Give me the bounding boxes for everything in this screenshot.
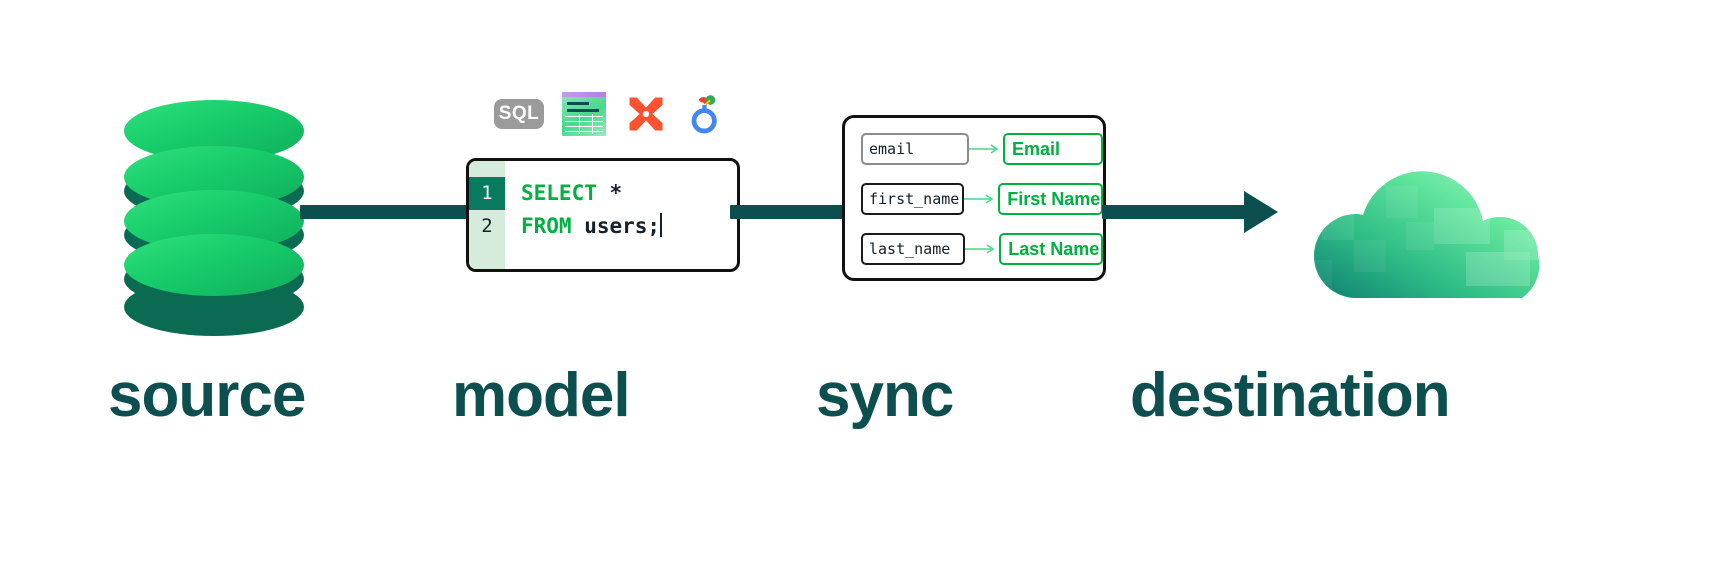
- spreadsheet-icon: [562, 92, 606, 136]
- stage-label-destination: destination: [1130, 361, 1451, 430]
- mapping-arrow-icon: [964, 193, 998, 205]
- connector-sync-to-destination: [1102, 205, 1252, 219]
- sql-text-1: *: [596, 181, 623, 205]
- stage-label-source: source: [108, 361, 306, 430]
- bigquery-logo-icon: [691, 95, 717, 134]
- code-line-2: FROM users;: [521, 210, 737, 243]
- stage-label-model: model: [452, 361, 631, 430]
- arrowhead-icon: [1244, 191, 1278, 233]
- model-icon-row: SQL: [494, 92, 726, 136]
- destination-field-first-name[interactable]: First Name: [998, 183, 1103, 215]
- field-mapping-row: email Email: [845, 132, 1103, 166]
- destination-field-email[interactable]: Email: [1003, 133, 1103, 165]
- source-field-email[interactable]: email: [861, 133, 969, 165]
- text-caret: [660, 213, 663, 237]
- destination-field-last-name[interactable]: Last Name: [999, 233, 1103, 265]
- mapping-arrow-icon: [965, 243, 999, 255]
- editor-code-area[interactable]: SELECT * FROM users;: [505, 161, 737, 269]
- gutter-line-number-2: 2: [481, 215, 493, 237]
- code-line-1: SELECT *: [521, 177, 737, 210]
- sync-field-mapping-panel: email Email first_name First Name last_n…: [842, 115, 1106, 281]
- connector-model-to-sync: [730, 205, 848, 219]
- sql-keyword-from: FROM: [521, 214, 572, 238]
- editor-gutter: 1 2: [469, 161, 505, 269]
- x-logo-icon: [629, 97, 663, 131]
- sql-text-2: users;: [571, 214, 661, 238]
- sql-code-editor[interactable]: 1 2 SELECT * FROM users;: [466, 158, 740, 272]
- sql-keyword-select: SELECT: [521, 181, 597, 205]
- source-field-first-name[interactable]: first_name: [861, 183, 965, 215]
- field-mapping-row: last_name Last Name: [845, 232, 1103, 266]
- sql-badge-icon: SQL: [494, 99, 544, 129]
- field-mapping-row: first_name First Name: [845, 182, 1103, 216]
- connector-source-to-model: [300, 205, 472, 219]
- mapping-arrow-icon: [969, 143, 1003, 155]
- database-cylinder-icon: [124, 100, 304, 336]
- sql-badge-label: SQL: [498, 103, 540, 124]
- source-field-last-name[interactable]: last_name: [861, 233, 966, 265]
- stage-label-sync: sync: [816, 361, 954, 430]
- cloud-icon: [1314, 171, 1540, 298]
- gutter-line-number-1: 1: [469, 177, 505, 210]
